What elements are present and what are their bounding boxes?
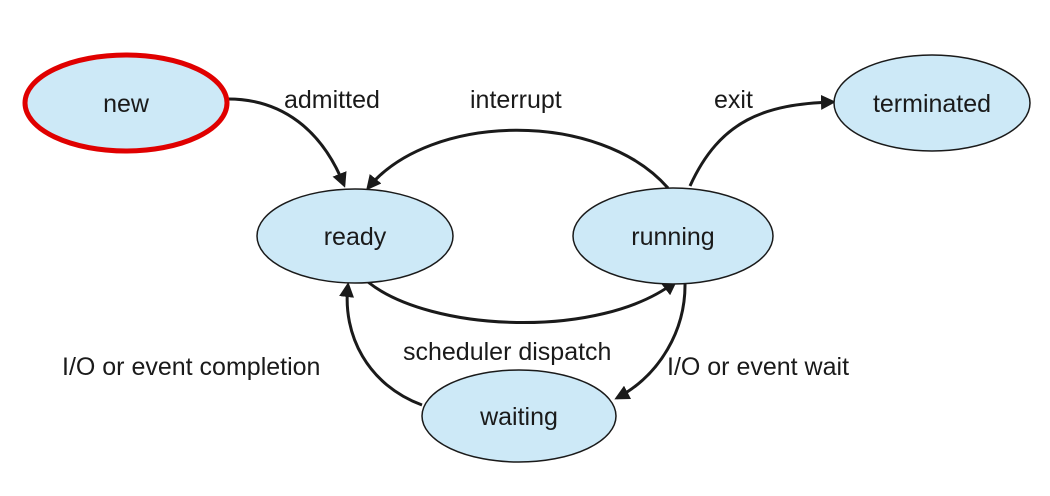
edge-io-event-wait	[614, 281, 687, 400]
edge-interrupt	[366, 128, 670, 191]
state-waiting-label: waiting	[479, 403, 558, 431]
state-new-ellipse	[22, 52, 230, 154]
label-exit: exit	[714, 86, 753, 114]
label-scheduler-dispatch: scheduler dispatch	[403, 338, 611, 366]
edge-io-event-completion	[339, 282, 423, 407]
state-waiting: waiting	[421, 369, 617, 463]
state-running: running	[572, 187, 774, 285]
state-running-label: running	[631, 223, 714, 251]
label-admitted: admitted	[284, 86, 380, 114]
state-ready-label: ready	[324, 223, 387, 251]
edge-scheduler-dispatch	[367, 280, 678, 325]
state-ready-ellipse	[256, 188, 454, 284]
state-ready: ready	[256, 188, 454, 284]
state-terminated: terminated	[833, 54, 1031, 152]
label-io-event-completion: I/O or event completion	[62, 353, 320, 381]
edge-exit	[688, 94, 836, 187]
label-interrupt: interrupt	[470, 86, 562, 114]
state-waiting-ellipse	[421, 369, 617, 463]
state-new-label: new	[103, 90, 150, 118]
state-new: new	[22, 52, 230, 154]
state-running-ellipse	[572, 187, 774, 285]
edge-admitted	[227, 97, 347, 188]
state-terminated-label: terminated	[873, 90, 991, 118]
state-terminated-ellipse	[833, 54, 1031, 152]
label-io-event-wait: I/O or event wait	[667, 353, 849, 381]
